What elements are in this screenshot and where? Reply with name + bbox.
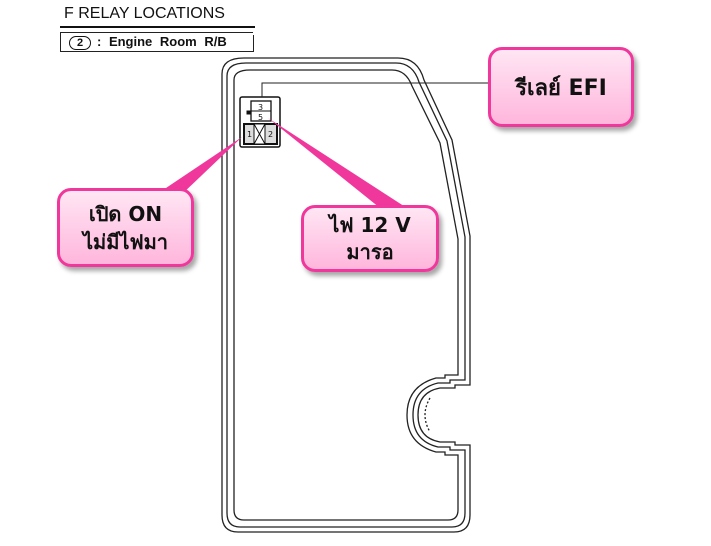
callout-efi-text: รีเลย์ EFI — [515, 75, 607, 101]
page-title: F RELAY LOCATIONS — [64, 5, 225, 22]
pin-2: 2 — [268, 130, 273, 139]
callout-pin1: เปิด ON ไม่มีไฟมา — [57, 188, 194, 267]
efi-relay — [239, 96, 281, 148]
relay-box-outline — [221, 57, 471, 533]
title-rule — [60, 26, 255, 28]
pin-5: 5 — [258, 113, 263, 122]
pointer-pin5 — [268, 118, 410, 210]
callout-pin1-line2: ไม่มีไฟมา — [82, 229, 169, 254]
callout-pin5-line2: มารอ — [346, 239, 394, 264]
pin-3: 3 — [258, 103, 263, 112]
pin-1: 1 — [247, 130, 252, 139]
callout-pin5: ไฟ 12 V มารอ — [301, 205, 439, 272]
pointer-pin1 — [160, 137, 242, 196]
location-label: 2 : Engine Room R/B — [60, 32, 254, 52]
callout-pin5-line1: ไฟ 12 V — [329, 212, 411, 237]
location-text: : Engine Room R/B — [97, 34, 227, 49]
callout-pin1-line1: เปิด ON — [88, 201, 163, 226]
location-number: 2 — [69, 35, 91, 50]
leader-line — [261, 82, 488, 97]
callout-efi-relay: รีเลย์ EFI — [488, 47, 634, 127]
